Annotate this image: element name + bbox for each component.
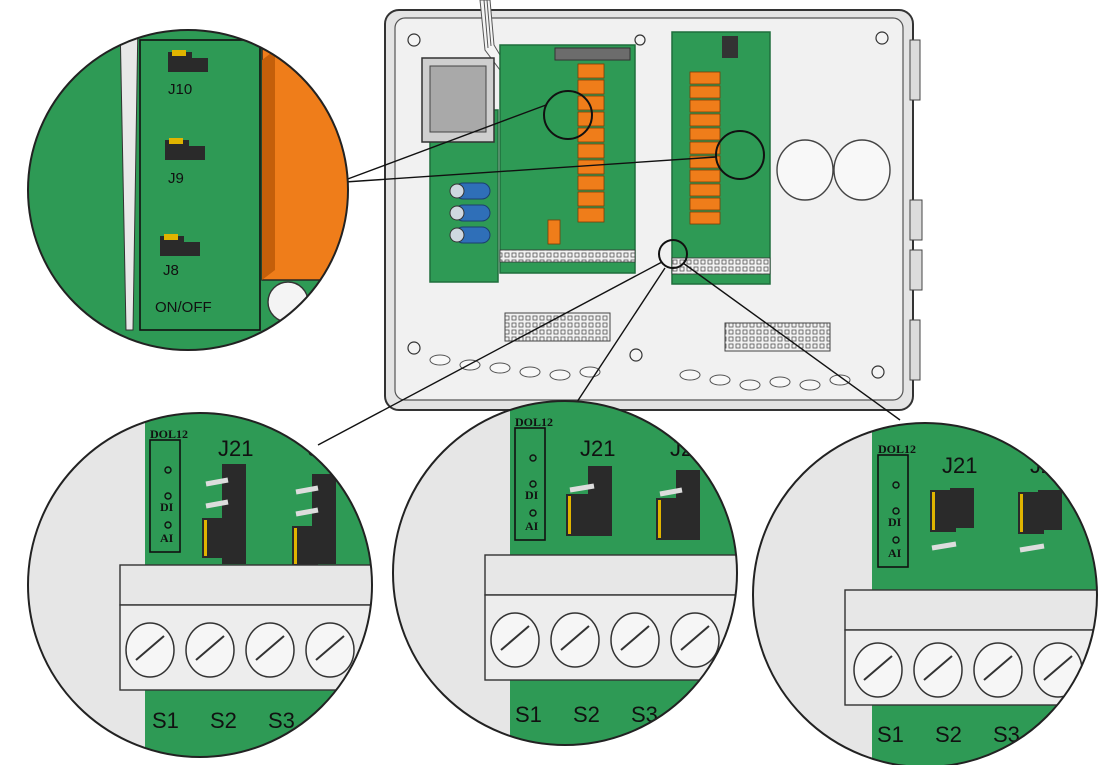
jumper-j9-icon bbox=[165, 138, 205, 160]
jumper-j8-icon bbox=[160, 234, 200, 256]
jumper-j22-icon bbox=[1018, 490, 1062, 553]
jumper-j21-icon bbox=[930, 488, 974, 551]
board-label: DOL12 bbox=[515, 415, 553, 429]
board-label: DOL12 bbox=[150, 427, 188, 441]
terminal-label: S1 bbox=[877, 722, 904, 747]
terminal-label: S2 bbox=[935, 722, 962, 747]
power-board bbox=[421, 57, 499, 283]
zoom-j21-position-3: DOL12 DI AI J21 J2 bbox=[752, 422, 1098, 768]
relay-board-expansion bbox=[671, 31, 771, 285]
onoff-label: ON/OFF bbox=[155, 299, 212, 316]
jumper-label: J10 bbox=[168, 81, 192, 98]
j21-label: J21 bbox=[218, 436, 253, 461]
zoom-onoff-jumpers: J10 J9 J8 ON/OFF bbox=[27, 29, 349, 351]
board-label: DOL12 bbox=[878, 442, 916, 456]
terminal-label: S1 bbox=[152, 708, 179, 733]
terminal-label: S1 bbox=[515, 702, 542, 727]
ai-label: AI bbox=[525, 519, 539, 533]
callout-lines bbox=[317, 104, 901, 446]
terminal-label: S2 bbox=[210, 708, 237, 733]
di-label: DI bbox=[525, 488, 539, 502]
terminal-label: S2 bbox=[573, 702, 600, 727]
jumper-j22-icon bbox=[292, 474, 336, 566]
jumper-j21-icon bbox=[202, 464, 246, 564]
j22-label: J2 bbox=[1030, 453, 1053, 478]
jumper-label: J9 bbox=[168, 170, 184, 187]
relay-board-main bbox=[499, 44, 636, 274]
terminal-label: S3 bbox=[268, 708, 295, 733]
j21-label: J21 bbox=[580, 436, 615, 461]
zoom-j21-position-2: DOL12 DI AI J21 J2 bbox=[392, 400, 738, 746]
ai-label: AI bbox=[888, 546, 902, 560]
zoom-j21-position-1: DOL12 DI AI J21 J2 bbox=[27, 412, 373, 758]
ai-label: AI bbox=[160, 531, 174, 545]
jumper-j10-icon bbox=[168, 50, 208, 72]
terminal-label: S3 bbox=[631, 702, 658, 727]
j21-label: J21 bbox=[942, 453, 977, 478]
zoom-markers bbox=[543, 90, 765, 269]
jumper-j21-icon bbox=[566, 466, 612, 536]
terminal-label: S3 bbox=[993, 722, 1020, 747]
capacitor-icon bbox=[449, 182, 491, 244]
jumper-j22-icon bbox=[656, 470, 700, 540]
di-label: DI bbox=[160, 500, 174, 514]
jumper-label: J8 bbox=[163, 262, 179, 279]
di-label: DI bbox=[888, 515, 902, 529]
